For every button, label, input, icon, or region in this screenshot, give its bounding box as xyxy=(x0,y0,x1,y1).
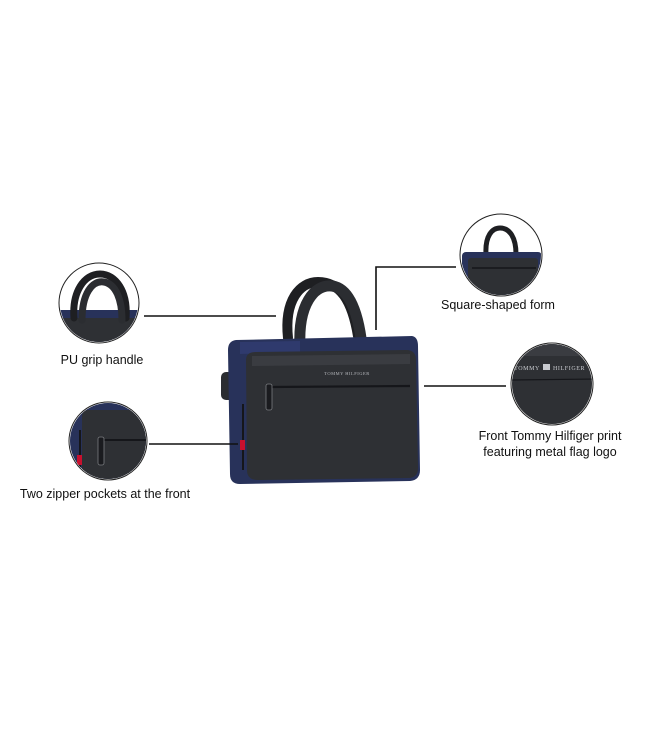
pockets-zoom-image xyxy=(70,403,146,479)
leader-line-form xyxy=(375,266,456,330)
laptop-bag-image: TOMMY HILFIGER xyxy=(221,276,420,484)
bag-front-zipper xyxy=(269,384,411,389)
logo-zoom-text-right: HILFIGER xyxy=(553,366,585,372)
callout-label-handle: PU grip handle xyxy=(60,353,144,367)
callout-label-logo-line2: featuring metal flag logo xyxy=(483,445,617,459)
callout-handle xyxy=(58,262,276,344)
callout-label-logo-line1: Front Tommy Hilfiger print xyxy=(478,429,622,443)
callout-logo: TOMMY HILFIGER xyxy=(424,342,594,426)
logo-zoom-image: TOMMY HILFIGER xyxy=(512,344,592,424)
form-zoom-image xyxy=(462,225,541,295)
bag-brand-print: TOMMY HILFIGER xyxy=(324,371,370,376)
logo-zoom-text-left: TOMMY xyxy=(514,366,540,372)
callout-form xyxy=(375,213,543,330)
callout-label-pockets: Two zipper pockets at the front xyxy=(19,487,191,501)
callout-label-form: Square-shaped form xyxy=(441,298,555,312)
callout-pockets xyxy=(68,401,238,481)
bag-handle-front xyxy=(294,280,368,352)
bag-zipper-pull xyxy=(265,383,273,411)
flag-logo-icon xyxy=(543,364,550,370)
bag-leather-panel xyxy=(246,350,418,480)
